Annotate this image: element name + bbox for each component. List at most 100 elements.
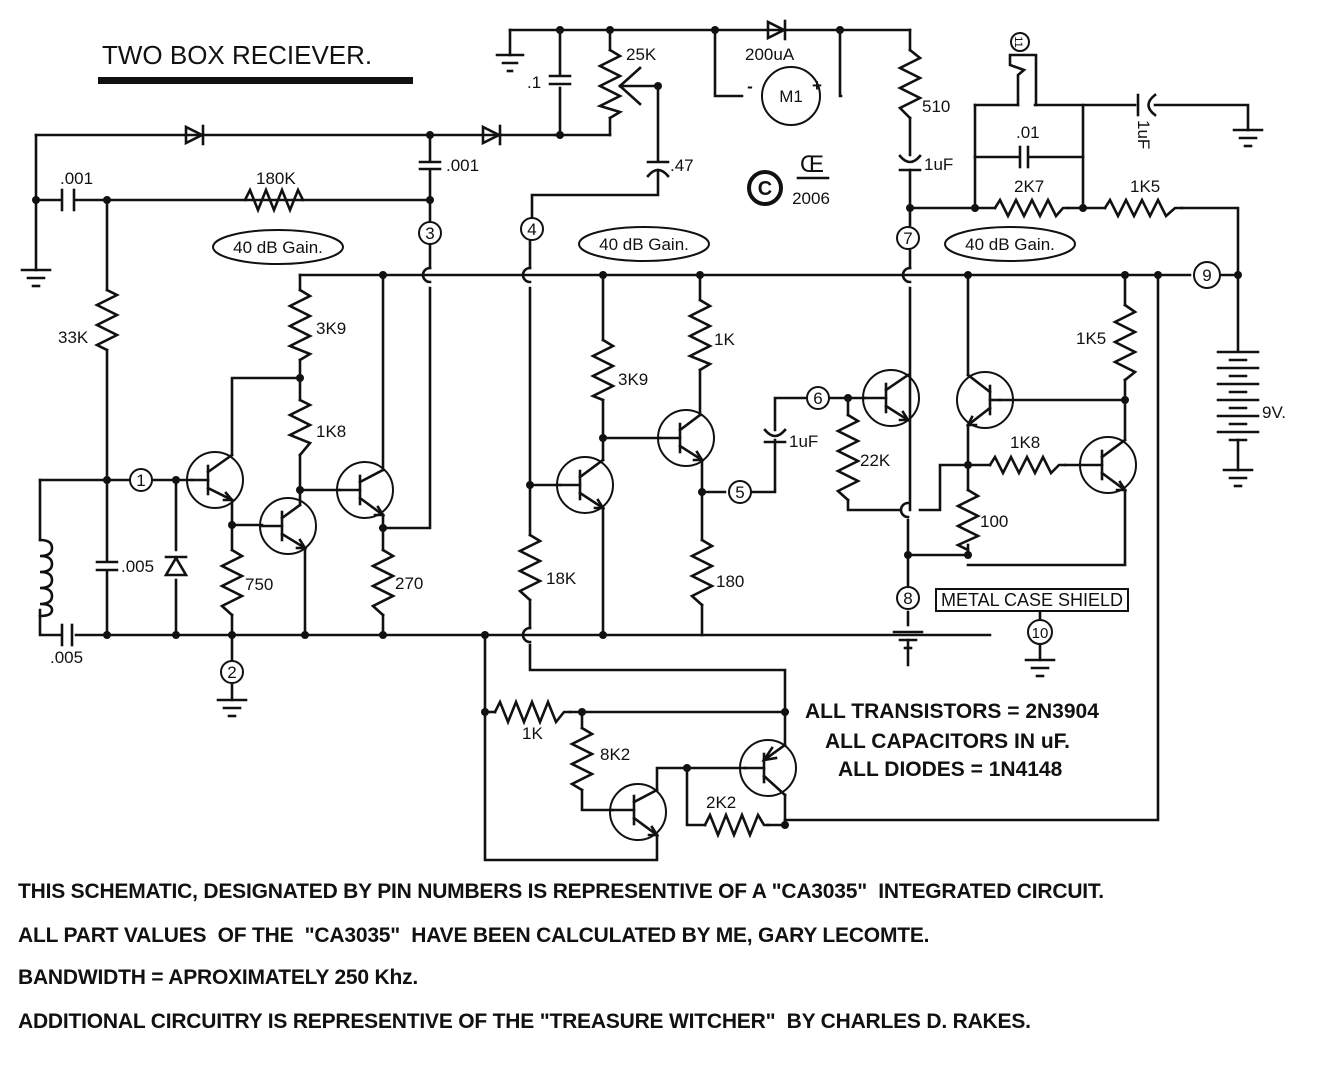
resistor-3k9-b bbox=[589, 338, 616, 402]
label-r-1k8-c: 1K8 bbox=[1010, 433, 1040, 452]
metal-case-shield-label: METAL CASE SHIELD bbox=[935, 588, 1130, 612]
resistor-8k2 bbox=[569, 726, 595, 792]
wire-crossovers bbox=[421, 266, 912, 644]
capacitor-1uf-mid bbox=[763, 428, 787, 444]
note-line-1: THIS SCHEMATIC, DESIGNATED BY PIN NUMBER… bbox=[18, 880, 1104, 903]
label-r-100: 100 bbox=[980, 512, 1008, 531]
transistor-osc-pnp bbox=[739, 739, 797, 797]
diode-meter bbox=[766, 19, 787, 41]
svg-text:8: 8 bbox=[903, 589, 912, 608]
label-r-18k: 18K bbox=[546, 569, 577, 588]
pin-9: 9 bbox=[1193, 261, 1221, 289]
resistor-2k7 bbox=[993, 197, 1070, 219]
pin-4: 4 bbox=[520, 217, 544, 241]
svg-text:40 dB Gain.: 40 dB Gain. bbox=[233, 238, 323, 257]
battery-9v bbox=[1216, 350, 1260, 442]
diode-top-left bbox=[184, 124, 205, 146]
note-line-3: BANDWIDTH = APROXIMATELY 250 Khz. bbox=[18, 966, 419, 989]
junction-dots bbox=[32, 26, 1242, 829]
svg-text:40 dB Gain.: 40 dB Gain. bbox=[599, 235, 689, 254]
diode-detector bbox=[163, 555, 189, 577]
gain-badge-stage-1: 40 dB Gain. bbox=[212, 229, 344, 265]
label-r-1k5-c: 1K5 bbox=[1076, 329, 1106, 348]
label-meter-rating: 200uA bbox=[745, 45, 795, 64]
headphone-jack-icon bbox=[1008, 53, 1038, 107]
resistor-18k bbox=[517, 533, 543, 602]
label-c-005-bottom: .005 bbox=[50, 648, 83, 667]
transistor-q4 bbox=[556, 456, 614, 514]
label-r-270: 270 bbox=[395, 574, 423, 593]
copyright-year: 2006 bbox=[792, 189, 830, 208]
resistor-270 bbox=[370, 548, 396, 617]
resistor-1k5-top bbox=[1103, 197, 1184, 219]
capacitor-01 bbox=[1018, 145, 1030, 169]
capacitor-005-tank bbox=[95, 560, 119, 572]
transistor-osc-npn bbox=[609, 783, 667, 841]
ground-icon bbox=[892, 630, 924, 650]
label-r-2k7: 2K7 bbox=[1014, 177, 1044, 196]
label-c-01: .01 bbox=[1016, 123, 1040, 142]
component-labels: .001 180K .001 .1 25K .47 200uA 510 1uF … bbox=[50, 45, 1286, 812]
gain-annotations: 40 dB Gain. 40 dB Gain. 40 dB Gain. bbox=[212, 226, 1076, 265]
gain-badge-stage-2: 40 dB Gain. bbox=[578, 226, 710, 262]
pin-1: 1 bbox=[129, 468, 153, 492]
copyright-mark: C Œ 2006 bbox=[747, 151, 830, 208]
label-r-33k: 33K bbox=[58, 328, 89, 347]
capacitors bbox=[60, 74, 1157, 647]
pin-8: 8 bbox=[896, 586, 920, 610]
ic-pins: 1 2 3 4 5 6 7 8 9 10 11 bbox=[129, 32, 1221, 684]
meter-minus: - bbox=[747, 77, 753, 96]
label-c-1uf-mid: 1uF bbox=[789, 432, 818, 451]
ground-symbols bbox=[20, 53, 1264, 718]
inductor-coil bbox=[38, 538, 54, 618]
label-r-180k: 180K bbox=[256, 169, 296, 188]
label-r-1k8-a: 1K8 bbox=[316, 422, 346, 441]
resistor-180 bbox=[689, 538, 715, 607]
svg-text:6: 6 bbox=[813, 389, 822, 408]
capacitor-bypass-01 bbox=[548, 74, 572, 86]
resistor-1k8-c bbox=[988, 454, 1067, 476]
label-c-005-tank: .005 bbox=[121, 557, 154, 576]
pin-7: 7 bbox=[896, 226, 920, 250]
label-r-8k2: 8K2 bbox=[600, 745, 630, 764]
transistor-q6 bbox=[862, 369, 920, 427]
label-r-510: 510 bbox=[922, 97, 950, 116]
pin-6: 6 bbox=[806, 386, 830, 410]
resistor-3k9-a bbox=[286, 288, 313, 362]
label-r-750: 750 bbox=[245, 575, 273, 594]
svg-text:7: 7 bbox=[903, 229, 912, 248]
transistors bbox=[186, 369, 1137, 841]
ground-icon bbox=[20, 268, 52, 288]
ground-icon bbox=[1232, 128, 1264, 148]
label-pot-25k: 25K bbox=[626, 45, 657, 64]
label-r-3k9-a: 3K9 bbox=[316, 319, 346, 338]
meter-m1: M1 - + bbox=[747, 66, 822, 126]
label-r-3k9-b: 3K9 bbox=[618, 370, 648, 389]
pin-2: 2 bbox=[220, 660, 244, 684]
resistor-100 bbox=[954, 488, 982, 552]
label-c-1uf-top: 1uF bbox=[924, 155, 953, 174]
label-r-2k2: 2K2 bbox=[706, 793, 736, 812]
pin-5: 5 bbox=[728, 480, 752, 504]
resistors bbox=[94, 48, 1184, 839]
capacitor-input bbox=[60, 188, 76, 212]
svg-text:11: 11 bbox=[1012, 36, 1024, 47]
copyright-c: C bbox=[758, 178, 772, 200]
svg-text:10: 10 bbox=[1032, 625, 1049, 642]
svg-text:5: 5 bbox=[735, 483, 744, 502]
capacitor-1uf-jack bbox=[1136, 93, 1157, 117]
resistor-180k bbox=[243, 186, 305, 214]
meter-label: M1 bbox=[779, 87, 803, 106]
pin-11: 11 bbox=[1010, 32, 1030, 52]
label-r-1k-osc: 1K bbox=[522, 724, 543, 743]
transistor-q2 bbox=[259, 497, 317, 555]
ground-icon bbox=[1222, 468, 1254, 488]
diode-top-center bbox=[481, 124, 502, 146]
label-r-180: 180 bbox=[716, 572, 744, 591]
note-line-4: ADDITIONAL CIRCUITRY IS REPRESENTIVE OF … bbox=[18, 1010, 1031, 1033]
ground-icon bbox=[1024, 658, 1056, 678]
gain-badge-stage-3: 40 dB Gain. bbox=[944, 226, 1076, 262]
label-r-1k5-top: 1K5 bbox=[1130, 177, 1160, 196]
svg-text:4: 4 bbox=[527, 220, 536, 239]
